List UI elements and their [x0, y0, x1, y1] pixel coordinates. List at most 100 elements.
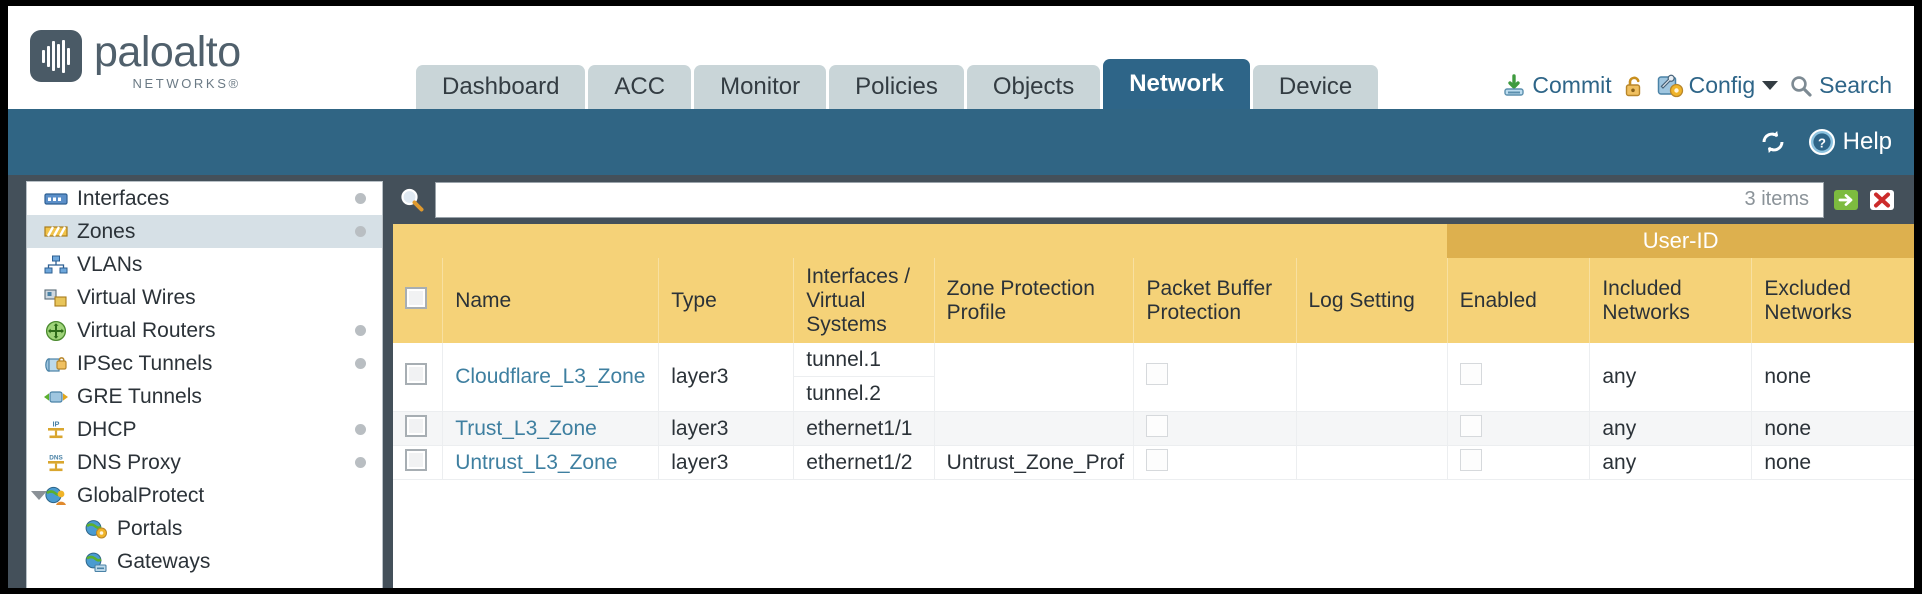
- help-button[interactable]: ? Help: [1808, 128, 1892, 156]
- table-row[interactable]: Untrust_L3_Zone layer3 ethernet1/2 Untru…: [393, 445, 1914, 480]
- tab-device[interactable]: Device: [1252, 65, 1379, 109]
- interfaces-icon: [43, 188, 69, 210]
- zones-table-body: Cloudflare_L3_Zone layer3 tunnel.1 tunne…: [393, 343, 1914, 480]
- column-header-name[interactable]: Name: [442, 258, 660, 343]
- cell-excluded-networks: none: [1751, 411, 1914, 446]
- cell-type: layer3: [658, 411, 795, 446]
- sidebar-status-dot: [355, 226, 366, 237]
- table-row[interactable]: Trust_L3_Zone layer3 ethernet1/1: [393, 411, 1914, 446]
- search-input[interactable]: [446, 188, 1745, 211]
- cell-interfaces: ethernet1/2: [793, 445, 935, 480]
- sidebar-status-dot: [355, 193, 366, 204]
- commit-button[interactable]: Commit: [1501, 72, 1612, 99]
- zones-icon: [43, 221, 69, 243]
- column-header-excluded-networks[interactable]: Excluded Networks: [1751, 258, 1914, 343]
- svg-text:IP: IP: [53, 419, 60, 428]
- search-magnifier-icon[interactable]: [397, 185, 427, 215]
- packet-buffer-protection-checkbox[interactable]: [1146, 448, 1169, 471]
- dhcp-icon: IP: [43, 419, 69, 441]
- tab-network[interactable]: Network: [1103, 59, 1250, 109]
- sidebar-item-ipsec-tunnels[interactable]: IPSec Tunnels: [27, 347, 382, 380]
- sidebar-item-portals[interactable]: Portals: [27, 512, 382, 545]
- sidebar-item-label: Portals: [117, 516, 183, 540]
- cell-name: Trust_L3_Zone: [442, 411, 660, 446]
- table-group-header-row: User-ID: [393, 224, 1914, 258]
- refresh-icon[interactable]: [1758, 129, 1788, 155]
- user-id-enabled-checkbox[interactable]: [1459, 363, 1482, 385]
- virtual-wires-icon: [43, 287, 69, 309]
- ipsec-tunnels-icon: [43, 353, 69, 375]
- sidebar-item-dns-proxy[interactable]: DNS DNS Proxy: [27, 446, 382, 479]
- sidebar-item-gateways[interactable]: Gateways: [27, 545, 382, 578]
- column-header-enabled[interactable]: Enabled: [1447, 258, 1591, 343]
- search-button[interactable]: Search: [1788, 72, 1892, 99]
- cell-packet-buffer-protection: [1133, 445, 1297, 480]
- lock-button[interactable]: [1622, 73, 1646, 99]
- cell-log-setting: [1296, 411, 1448, 446]
- sidebar-status-dot: [355, 424, 366, 435]
- column-header-zone-protection-profile[interactable]: Zone Protection Profile: [934, 258, 1135, 343]
- user-id-enabled-checkbox[interactable]: [1459, 448, 1482, 471]
- cell-excluded-networks: none: [1751, 343, 1914, 412]
- zones-table-wrap: User-ID Name Type Interfaces / Virtual S…: [393, 224, 1914, 588]
- column-header-included-networks[interactable]: Included Networks: [1589, 258, 1753, 343]
- filter-bar: 3 items: [393, 175, 1914, 224]
- cell-log-setting: [1296, 445, 1448, 480]
- logo-text: paloalto NETWORKS®: [94, 30, 241, 91]
- column-header-interfaces[interactable]: Interfaces / Virtual Systems: [793, 258, 935, 343]
- sidebar-item-vlans[interactable]: VLANs: [27, 248, 382, 281]
- green-arrow-apply-icon[interactable]: [1832, 186, 1860, 214]
- select-all-checkbox[interactable]: [405, 286, 427, 309]
- config-menu[interactable]: Config: [1656, 72, 1779, 99]
- tab-objects[interactable]: Objects: [966, 65, 1101, 109]
- config-label: Config: [1688, 72, 1756, 98]
- column-header-log-setting[interactable]: Log Setting: [1296, 258, 1448, 343]
- tab-acc[interactable]: ACC: [588, 65, 692, 109]
- cell-user-id-enabled: [1447, 445, 1591, 480]
- sidebar-item-label: Gateways: [117, 549, 211, 573]
- expand-collapse-triangle-icon[interactable]: [31, 491, 47, 500]
- zone-name-link[interactable]: Cloudflare_L3_Zone: [455, 365, 646, 388]
- sidebar-item-virtual-routers[interactable]: Virtual Routers: [27, 314, 382, 347]
- sidebar-item-dhcp[interactable]: IP DHCP: [27, 413, 382, 446]
- sidebar-item-label: Zones: [77, 219, 136, 243]
- packet-buffer-protection-checkbox[interactable]: [1146, 363, 1169, 385]
- select-all-header: [393, 258, 444, 343]
- packet-buffer-protection-checkbox[interactable]: [1146, 414, 1169, 437]
- sidebar-item-virtual-wires[interactable]: Virtual Wires: [27, 281, 382, 314]
- interface-entry: tunnel.2: [806, 382, 881, 405]
- zones-main-panel: 3 items: [393, 175, 1914, 588]
- row-checkbox[interactable]: [405, 448, 427, 471]
- zone-name-link[interactable]: Trust_L3_Zone: [455, 416, 597, 440]
- column-header-type[interactable]: Type: [658, 258, 795, 343]
- row-checkbox[interactable]: [405, 414, 427, 437]
- sidebar-item-label: IPSec Tunnels: [77, 351, 213, 375]
- zone-name-link[interactable]: Untrust_L3_Zone: [455, 450, 618, 474]
- virtual-routers-icon: [43, 320, 69, 342]
- sidebar-item-gre-tunnels[interactable]: GRE Tunnels: [27, 380, 382, 413]
- chevron-down-icon: [1762, 81, 1779, 90]
- sidebar-item-interfaces[interactable]: Interfaces: [27, 182, 382, 215]
- main-nav-tabs: Dashboard ACC Monitor Policies Objects N…: [416, 59, 1379, 109]
- column-header-packet-buffer-protection[interactable]: Packet Buffer Protection: [1133, 258, 1297, 343]
- brand-tagline: NETWORKS®: [132, 76, 241, 91]
- row-checkbox[interactable]: [405, 363, 427, 385]
- paloalto-logo-mark-icon: [30, 30, 82, 82]
- tab-dashboard[interactable]: Dashboard: [416, 65, 586, 109]
- filter-input-wrap[interactable]: 3 items: [435, 181, 1824, 218]
- paloalto-logo: paloalto NETWORKS®: [30, 30, 241, 91]
- network-sidebar: Interfaces Zones: [26, 181, 383, 588]
- cell-included-networks: any: [1589, 411, 1753, 446]
- table-row[interactable]: Cloudflare_L3_Zone layer3 tunnel.1 tunne…: [393, 343, 1914, 412]
- content-area: Interfaces Zones: [8, 175, 1914, 588]
- sidebar-item-zones[interactable]: Zones: [27, 215, 382, 248]
- cell-packet-buffer-protection: [1133, 343, 1297, 412]
- app-frame: paloalto NETWORKS® Dashboard ACC Monitor…: [8, 6, 1914, 588]
- sidebar-item-globalprotect[interactable]: GlobalProtect: [27, 479, 382, 512]
- tab-policies[interactable]: Policies: [829, 65, 964, 109]
- cell-packet-buffer-protection: [1133, 411, 1297, 446]
- red-x-clear-icon[interactable]: [1868, 186, 1896, 214]
- tab-monitor[interactable]: Monitor: [694, 65, 827, 109]
- user-id-enabled-checkbox[interactable]: [1459, 414, 1482, 437]
- row-select-cell: [393, 411, 444, 446]
